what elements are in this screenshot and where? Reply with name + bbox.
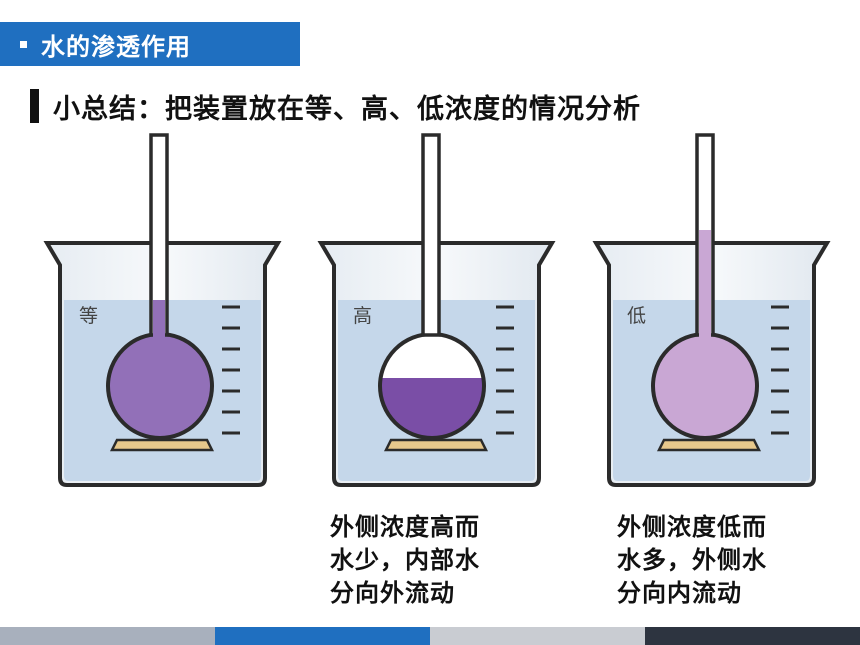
caption-line: 水少，内部水 xyxy=(330,546,480,574)
beaker-label-high: 高 xyxy=(353,305,372,327)
beaker-low: 低 xyxy=(592,133,831,487)
beaker-label-equal: 等 xyxy=(79,305,98,327)
caption-line: 分向外流动 xyxy=(330,579,455,607)
scale-marks xyxy=(496,305,514,435)
subtitle-text: 小总结：把装置放在等、高、低浓度的情况分析 xyxy=(53,93,641,125)
stand xyxy=(656,438,762,452)
beaker-high: 高 xyxy=(317,133,556,487)
caption-line: 分向内流动 xyxy=(617,579,742,607)
caption-high: 外侧浓度高而 水少，内部水 分向外流动 xyxy=(330,511,550,610)
scale-marks xyxy=(771,305,789,435)
caption-low: 外侧浓度低而 水多，外侧水 分向内流动 xyxy=(617,511,837,610)
caption-line: 外侧浓度高而 xyxy=(330,513,480,541)
caption-line: 水多，外侧水 xyxy=(617,546,767,574)
footer-color-bars xyxy=(0,627,860,645)
scale-marks xyxy=(222,305,240,435)
footer-bar xyxy=(215,627,430,645)
footer-bar xyxy=(430,627,645,645)
section-title: 水的渗透作用 xyxy=(41,32,191,61)
stand xyxy=(383,438,489,452)
tube-liquid xyxy=(153,300,165,340)
subtitle-row: 小总结：把装置放在等、高、低浓度的情况分析 xyxy=(30,88,641,125)
bullet-icon xyxy=(20,40,27,48)
tube-liquid xyxy=(699,230,711,340)
beaker-equal: 等 xyxy=(43,133,282,487)
stand xyxy=(109,438,215,452)
caption-line: 外侧浓度低而 xyxy=(617,513,767,541)
osmometer-bulb xyxy=(651,332,759,440)
osmometer-bulb xyxy=(106,332,214,440)
footer-bar xyxy=(0,627,215,645)
beaker-label-low: 低 xyxy=(627,305,646,327)
subtitle-marker-icon xyxy=(30,89,39,123)
section-title-bar: 水的渗透作用 xyxy=(0,22,300,66)
footer-bar xyxy=(645,627,860,645)
tube xyxy=(421,133,441,337)
